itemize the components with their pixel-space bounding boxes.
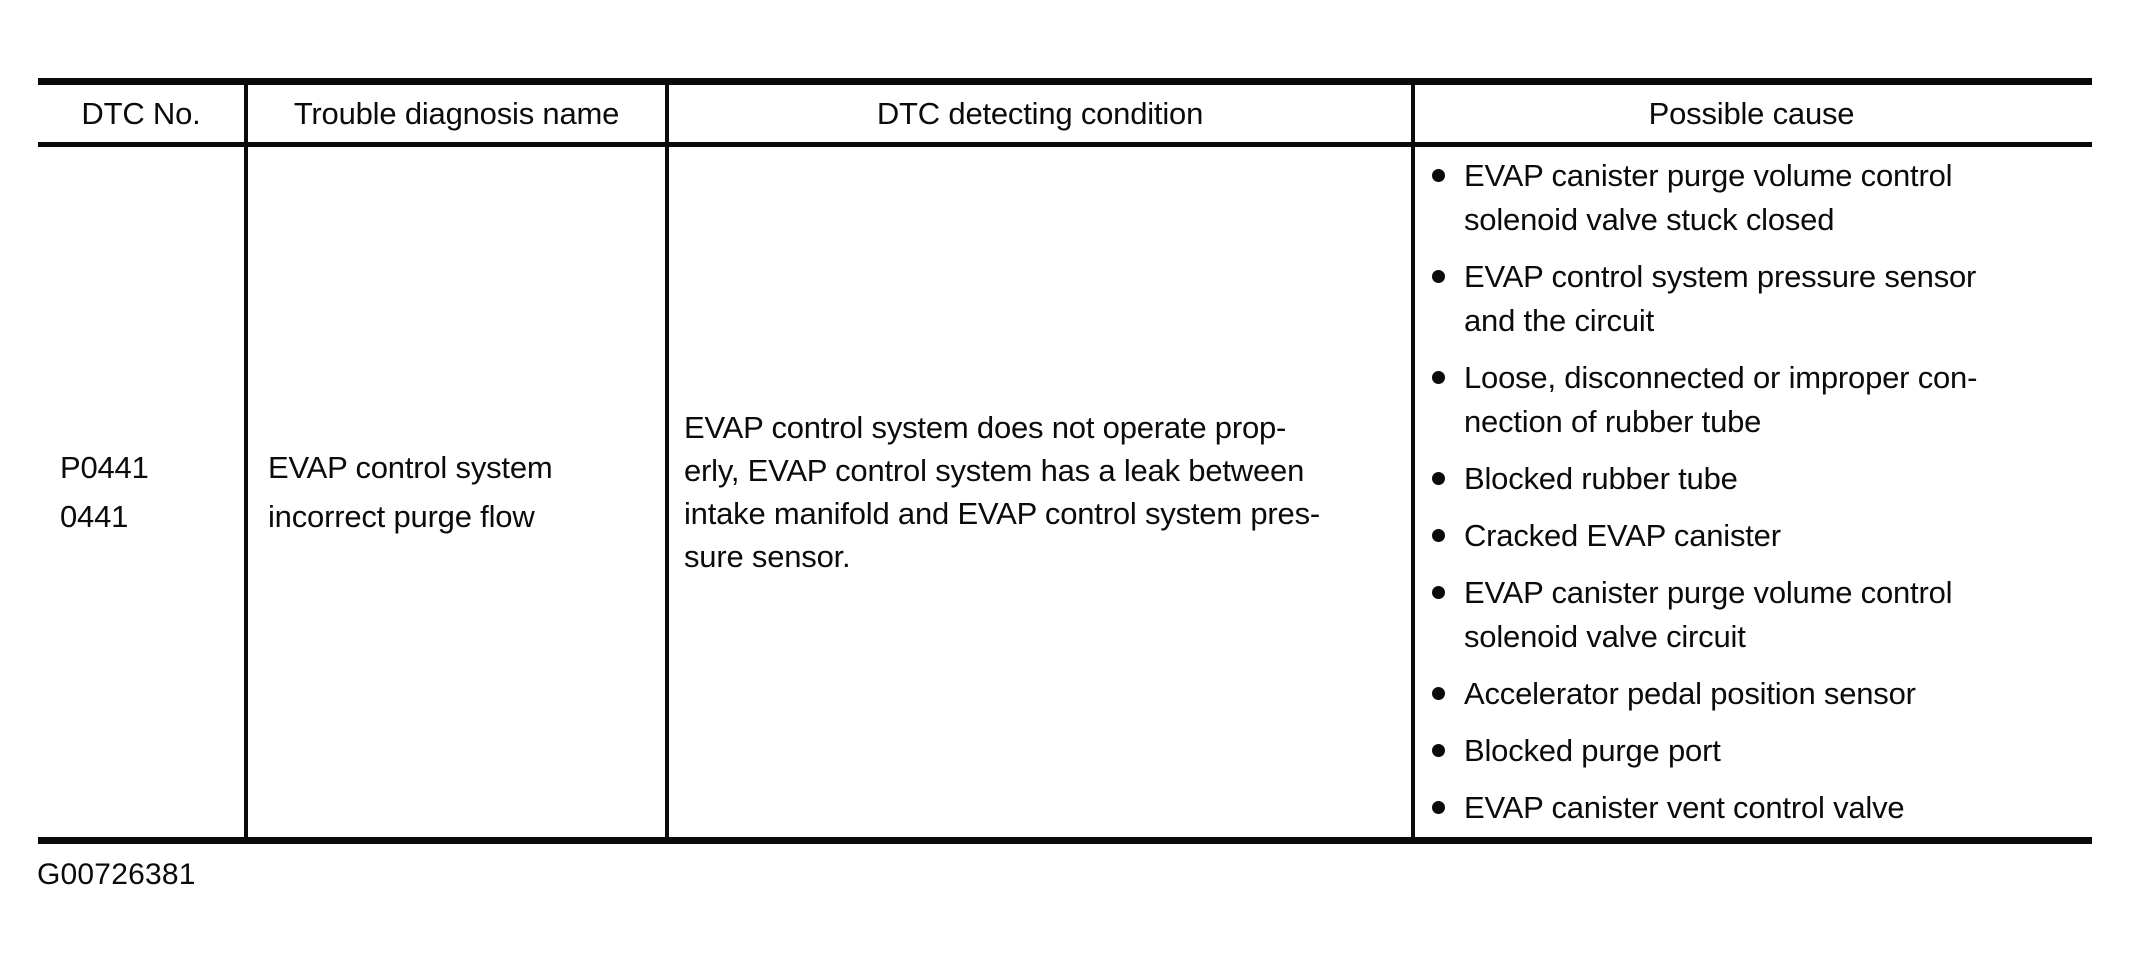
possible-cause-text: Accelerator pedal position sensor [1464,676,1916,711]
possible-cause-text: Blocked purge port [1464,733,1721,768]
cell-dtc-detecting-condition: EVAP control system does not operate pro… [669,147,1415,837]
table-header-row: DTC No. Trouble diagnosis name DTC detec… [38,85,2092,147]
possible-cause-text: EVAP canister purge volume control solen… [1464,575,1953,654]
cell-possible-cause: EVAP canister purge volume control solen… [1415,147,2088,837]
bullet-icon [1432,744,1445,757]
possible-cause-text: EVAP canister purge volume control solen… [1464,158,1953,237]
dtc-no-value: P0441 0441 [60,450,149,534]
bullet-icon [1432,371,1445,384]
possible-cause-item: EVAP canister purge volume control solen… [1432,154,2088,242]
header-cell-dtc-no: DTC No. [38,85,248,142]
bullet-icon [1432,801,1445,814]
bullet-icon [1432,529,1445,542]
header-cell-dtc-detecting-condition: DTC detecting condition [669,85,1415,142]
bullet-icon [1432,169,1445,182]
header-cell-trouble-diagnosis-name: Trouble diagnosis name [248,85,669,142]
possible-cause-item: EVAP canister purge volume control solen… [1432,571,2088,659]
dtc-detecting-condition-value: EVAP control system does not operate pro… [684,410,1320,574]
cell-dtc-no: P0441 0441 [38,147,248,837]
possible-cause-item: Blocked purge port [1432,729,2088,773]
possible-cause-item: Blocked rubber tube [1432,457,2088,501]
possible-cause-text: Loose, disconnected or improper con- nec… [1464,360,1978,439]
possible-cause-item: Loose, disconnected or improper con- nec… [1432,356,2088,444]
trouble-diagnosis-name-value: EVAP control system incorrect purge flow [268,450,553,534]
possible-cause-item: EVAP control system pressure sensor and … [1432,255,2088,343]
table-body-row: P0441 0441 EVAP control system incorrect… [38,147,2092,837]
possible-cause-text: Cracked EVAP canister [1464,518,1781,553]
possible-cause-item: Cracked EVAP canister [1432,514,2088,558]
possible-cause-item: EVAP canister vent control valve [1432,786,2088,830]
bullet-icon [1432,586,1445,599]
possible-cause-text: EVAP control system pressure sensor and … [1464,259,1977,338]
possible-cause-text: Blocked rubber tube [1464,461,1738,496]
header-label-trouble-diagnosis-name: Trouble diagnosis name [293,95,620,131]
header-cell-possible-cause: Possible cause [1415,85,2088,142]
header-label-possible-cause: Possible cause [1648,95,1855,131]
header-label-dtc-no: DTC No. [81,95,201,131]
figure-id-label: G00726381 [37,858,196,891]
bullet-icon [1432,270,1445,283]
dtc-table: DTC No. Trouble diagnosis name DTC detec… [38,78,2092,844]
possible-cause-text: EVAP canister vent control valve [1464,790,1905,825]
header-label-dtc-detecting-condition: DTC detecting condition [876,95,1204,131]
possible-cause-item: Accelerator pedal position sensor [1432,672,2088,716]
bullet-icon [1432,687,1445,700]
possible-cause-list: EVAP canister purge volume control solen… [1415,147,2088,830]
cell-trouble-diagnosis-name: EVAP control system incorrect purge flow [248,147,669,837]
bullet-icon [1432,472,1445,485]
